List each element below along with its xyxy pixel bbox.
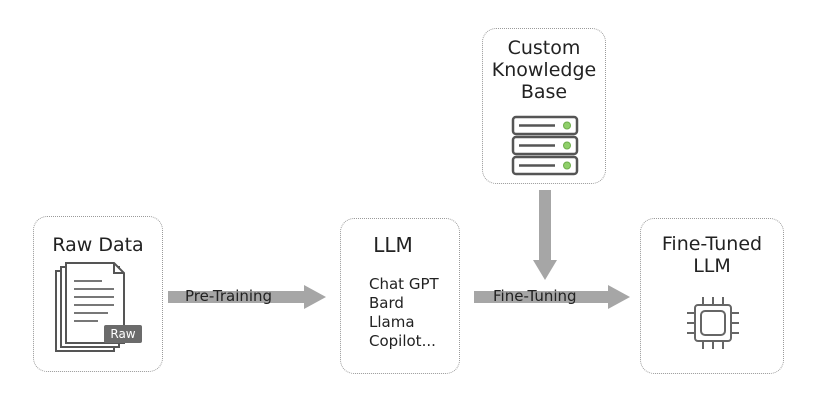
model-bard: Bard (369, 294, 404, 312)
document-stack-icon (52, 261, 152, 361)
finetuning-label: Fine-Tuning (493, 287, 577, 305)
model-chatgpt: Chat GPT (369, 275, 439, 293)
knowledge-base-box: Custom Knowledge Base (482, 28, 606, 184)
model-copilot: Copilot... (369, 332, 436, 350)
llm-title: LLM (373, 233, 413, 257)
raw-badge-label: Raw (110, 327, 136, 341)
kb-title-line-3: Base (520, 81, 568, 103)
ft-title-line-2: LLM (693, 255, 731, 277)
llm-model-list: Chat GPT Bard Llama Copilot... (369, 275, 439, 351)
pretraining-label: Pre-Training (185, 287, 273, 305)
knowledge-base-arrow (533, 190, 557, 282)
chip-icon (685, 295, 741, 351)
raw-badge: Raw (104, 325, 142, 343)
kb-title-line-2: Knowledge (491, 59, 597, 81)
fine-tuned-llm-box: Fine-Tuned LLM (640, 218, 784, 374)
model-llama: Llama (369, 313, 415, 331)
pretraining-arrow (168, 285, 328, 309)
database-server-icon (511, 115, 579, 177)
ft-title-line-1: Fine-Tuned (661, 233, 763, 255)
kb-title-line-1: Custom (507, 37, 581, 59)
knowledge-base-title: Custom Knowledge Base (483, 37, 605, 103)
fine-tuned-title: Fine-Tuned LLM (641, 233, 783, 277)
llm-box: LLM Chat GPT Bard Llama Copilot... (340, 218, 460, 374)
raw-data-box: Raw Data Raw (33, 216, 163, 372)
raw-data-title: Raw Data (52, 234, 144, 256)
finetuning-arrow (474, 285, 634, 309)
